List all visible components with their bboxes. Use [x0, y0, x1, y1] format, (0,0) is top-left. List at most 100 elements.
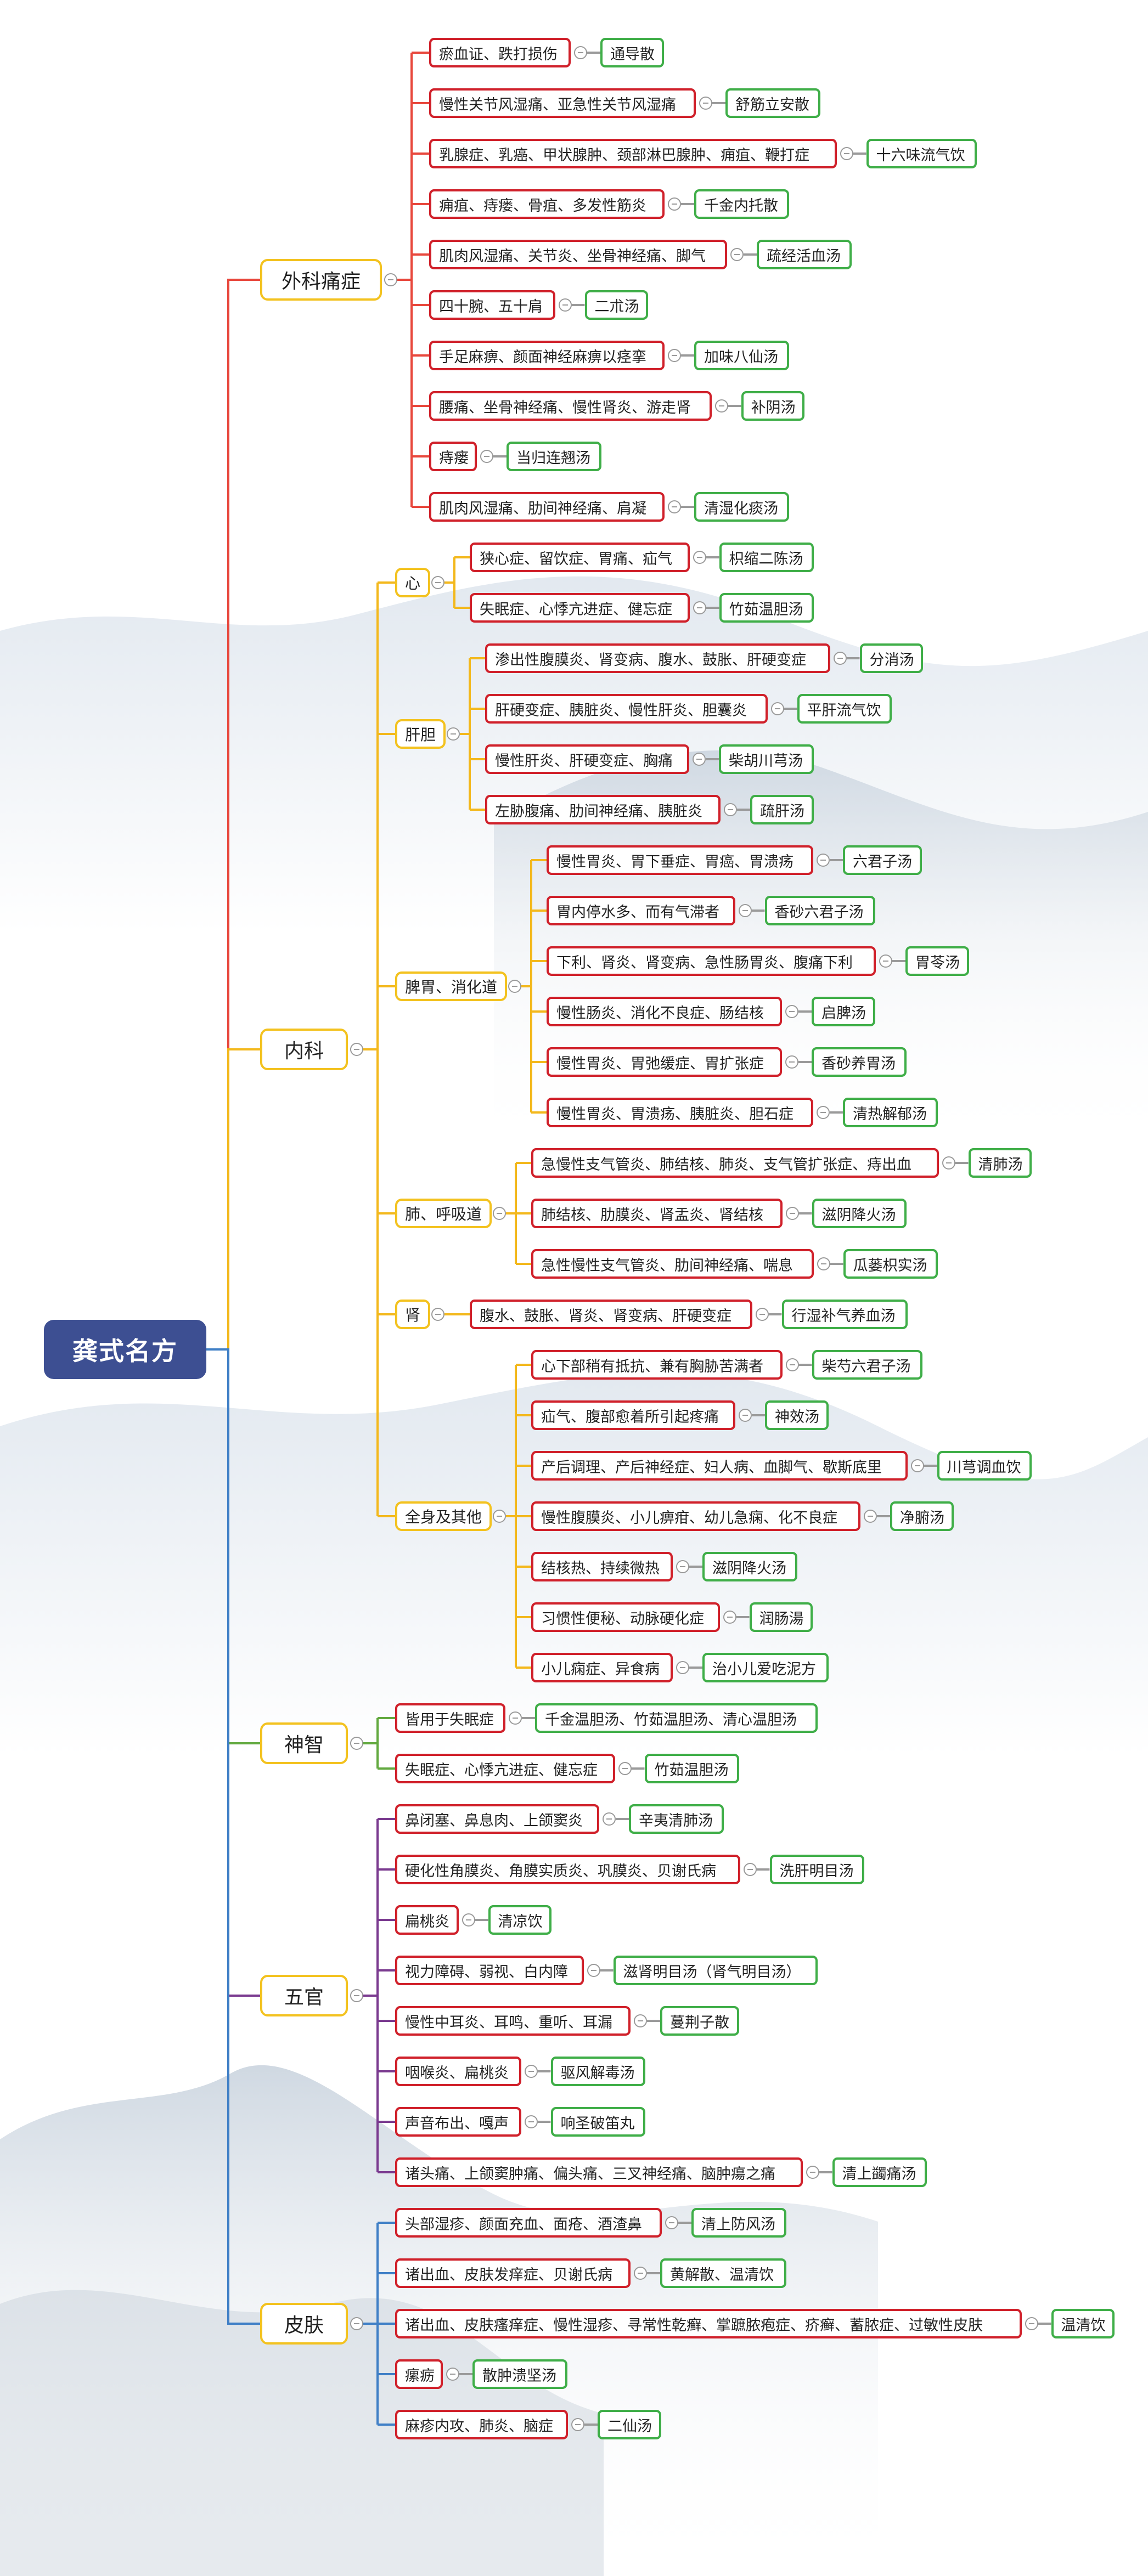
condition-box: 头部湿疹、颜面充血、面疮、酒渣鼻 — [395, 2208, 662, 2238]
condition-box: 腹水、鼓胀、肾炎、肾变病、肝硬变症 — [470, 1300, 752, 1329]
remedy-box: 清上防风汤 — [691, 2208, 786, 2238]
remedy-box: 清肺汤 — [968, 1148, 1032, 1178]
collapse-toggle-icon[interactable] — [668, 349, 681, 362]
collapse-toggle-icon[interactable] — [493, 1207, 506, 1220]
collapse-toggle-icon[interactable] — [942, 1156, 955, 1170]
collapse-toggle-icon[interactable] — [524, 2065, 538, 2078]
collapse-toggle-icon[interactable] — [817, 1257, 830, 1270]
collapse-toggle-icon[interactable] — [350, 2317, 363, 2330]
remedy-box: 加味八仙汤 — [694, 341, 789, 370]
collapse-toggle-icon[interactable] — [508, 980, 521, 993]
remedy-box: 清上蠲痛汤 — [832, 2157, 927, 2187]
collapse-toggle-icon[interactable] — [723, 1611, 736, 1624]
condition-box: 左胁腹痛、肋间神经痛、胰脏炎 — [485, 795, 721, 824]
collapse-toggle-icon[interactable] — [446, 2368, 459, 2381]
connector — [206, 1348, 260, 2325]
collapse-toggle-icon[interactable] — [634, 2267, 647, 2280]
collapse-toggle-icon[interactable] — [770, 702, 784, 715]
collapse-toggle-icon[interactable] — [739, 1409, 752, 1422]
condition-box: 急性慢性支气管炎、肋间神经痛、喘息 — [531, 1249, 814, 1279]
collapse-toggle-icon[interactable] — [384, 273, 397, 286]
collapse-toggle-icon[interactable] — [879, 954, 892, 968]
remedy-box: 分消汤 — [859, 643, 923, 673]
collapse-toggle-icon[interactable] — [693, 601, 706, 614]
collapse-toggle-icon[interactable] — [668, 197, 681, 211]
collapse-toggle-icon[interactable] — [350, 1043, 363, 1056]
collapse-toggle-icon[interactable] — [571, 2418, 584, 2431]
condition-box: 慢性中耳炎、耳鸣、重听、耳漏 — [395, 2006, 631, 2036]
collapse-toggle-icon[interactable] — [493, 1510, 506, 1523]
collapse-toggle-icon[interactable] — [634, 2014, 647, 2027]
collapse-toggle-icon[interactable] — [743, 1863, 757, 1876]
collapse-toggle-icon[interactable] — [910, 1459, 924, 1472]
condition-box: 心下部稍有抵抗、兼有胸胁苦满者 — [531, 1350, 783, 1380]
collapse-toggle-icon[interactable] — [524, 2115, 538, 2128]
condition-box: 慢性关节风湿痛、亚急性关节风湿痛 — [429, 88, 696, 118]
connector — [206, 1048, 260, 1351]
remedy-box: 六君子汤 — [843, 845, 922, 875]
remedy-box: 二仙汤 — [598, 2410, 661, 2439]
collapse-toggle-icon[interactable] — [603, 1812, 616, 1826]
category-1: 内科 — [260, 1029, 348, 1070]
condition-box: 肌肉风湿痛、关节炎、坐骨神经痛、脚气 — [429, 240, 727, 269]
condition-box: 小儿痫症、异食病 — [531, 1653, 673, 1682]
category-4: 皮肤 — [260, 2303, 348, 2345]
condition-box: 腰痛、坐骨神经痛、慢性肾炎、游走肾 — [429, 391, 712, 421]
remedy-box: 辛夷清肺汤 — [629, 1804, 724, 1834]
collapse-toggle-icon[interactable] — [785, 1207, 799, 1220]
collapse-toggle-icon[interactable] — [574, 46, 587, 59]
collapse-toggle-icon[interactable] — [833, 652, 847, 665]
collapse-toggle-icon[interactable] — [676, 1661, 689, 1674]
remedy-box: 滋阴降火汤 — [702, 1552, 797, 1581]
condition-box: 慢性胃炎、胃溃疡、胰脏炎、胆石症 — [547, 1098, 813, 1127]
collapse-toggle-icon[interactable] — [350, 1989, 363, 2002]
collapse-toggle-icon[interactable] — [817, 854, 830, 867]
collapse-toggle-icon[interactable] — [714, 399, 728, 413]
condition-box: 视力障碍、弱视、白内障 — [395, 1956, 584, 1985]
collapse-toggle-icon[interactable] — [806, 2166, 819, 2179]
collapse-toggle-icon[interactable] — [785, 1005, 798, 1018]
condition-box: 瘰疬 — [395, 2359, 443, 2389]
collapse-toggle-icon[interactable] — [431, 576, 444, 589]
collapse-toggle-icon[interactable] — [693, 551, 706, 564]
collapse-toggle-icon[interactable] — [462, 1913, 475, 1927]
remedy-box: 治小儿爱吃泥方 — [702, 1653, 829, 1682]
collapse-toggle-icon[interactable] — [730, 248, 744, 261]
collapse-toggle-icon[interactable] — [447, 727, 460, 741]
collapse-toggle-icon[interactable] — [350, 1737, 363, 1750]
condition-box: 产后调理、产后神经症、妇人病、血脚气、歇斯底里 — [531, 1451, 908, 1481]
collapse-toggle-icon[interactable] — [817, 1106, 830, 1119]
collapse-toggle-icon[interactable] — [840, 147, 853, 160]
collapse-toggle-icon[interactable] — [509, 1711, 522, 1725]
collapse-toggle-icon[interactable] — [785, 1358, 799, 1371]
collapse-toggle-icon[interactable] — [755, 1308, 769, 1321]
condition-box: 结核热、持续微热 — [531, 1552, 673, 1581]
collapse-toggle-icon[interactable] — [738, 904, 752, 917]
condition-box: 慢性肝炎、肝硬变症、胸痛 — [485, 744, 689, 774]
collapse-toggle-icon[interactable] — [618, 1762, 632, 1775]
remedy-box: 柴胡川芎汤 — [719, 744, 814, 774]
collapse-toggle-icon[interactable] — [668, 500, 681, 513]
collapse-toggle-icon[interactable] — [693, 753, 706, 766]
remedy-box: 十六味流气饮 — [866, 139, 977, 168]
category-2: 神智 — [260, 1722, 348, 1764]
collapse-toggle-icon[interactable] — [587, 1964, 600, 1977]
condition-box: 慢性腹膜炎、小儿痹疳、幼儿急痫、化不良症 — [531, 1501, 860, 1531]
remedy-box: 千金内托散 — [694, 189, 789, 219]
collapse-toggle-icon[interactable] — [785, 1055, 798, 1069]
connector — [206, 1348, 260, 1744]
remedy-box: 滋阴降火汤 — [812, 1199, 907, 1228]
condition-box: 痈疽、痔瘘、骨疽、多发性筋炎 — [429, 189, 665, 219]
collapse-toggle-icon[interactable] — [480, 450, 493, 463]
collapse-toggle-icon[interactable] — [1025, 2317, 1038, 2330]
collapse-toggle-icon[interactable] — [699, 97, 712, 110]
collapse-toggle-icon[interactable] — [558, 298, 572, 312]
collapse-toggle-icon[interactable] — [864, 1510, 877, 1523]
remedy-box: 行湿补气养血汤 — [781, 1300, 908, 1329]
collapse-toggle-icon[interactable] — [724, 803, 737, 816]
remedy-box: 黄解散、温清饮 — [660, 2258, 786, 2288]
collapse-toggle-icon[interactable] — [665, 2216, 678, 2229]
collapse-toggle-icon[interactable] — [676, 1560, 689, 1573]
remedy-box: 香砂养胃汤 — [812, 1047, 907, 1077]
collapse-toggle-icon[interactable] — [431, 1308, 444, 1321]
